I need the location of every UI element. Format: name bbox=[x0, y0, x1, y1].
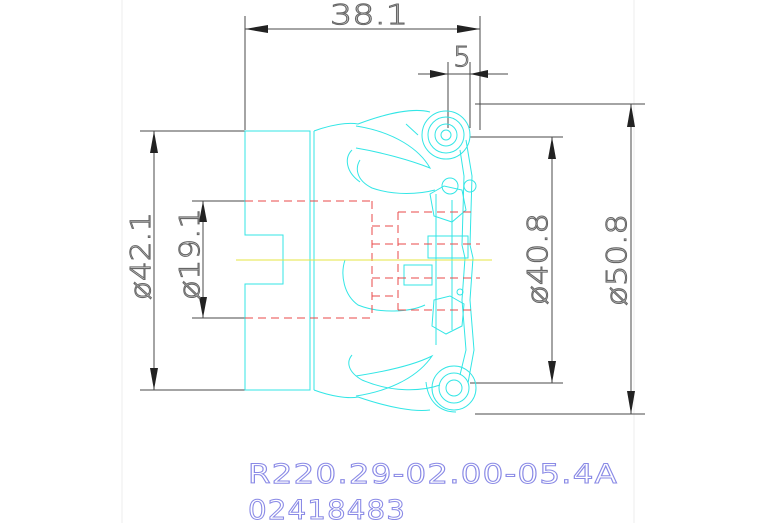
part-number: R220.29-02.00-05.4A bbox=[248, 459, 618, 490]
dimension-length-label: 38.1 bbox=[330, 0, 408, 31]
part-code: 02418483 bbox=[248, 495, 406, 523]
sheet-frame bbox=[121, 0, 635, 523]
dimension-dia-50 bbox=[475, 103, 645, 415]
dimension-offset-label: 5 bbox=[453, 40, 471, 73]
dimension-dia-40 bbox=[470, 136, 563, 384]
cutter-body-outline bbox=[244, 110, 477, 413]
hidden-lines bbox=[245, 200, 480, 319]
dimension-dia-19 bbox=[192, 200, 245, 319]
dimension-dia-42 bbox=[140, 130, 245, 391]
dimension-dia-42-label: ø42.1 bbox=[124, 212, 157, 300]
dimension-dia-19-label: ø19.1 bbox=[173, 208, 206, 300]
dimension-dia-50-label: ø50.8 bbox=[600, 214, 633, 306]
dimension-length bbox=[244, 16, 481, 130]
dimension-dia-40-label: ø40.8 bbox=[521, 213, 554, 305]
dimension-offset bbox=[418, 62, 508, 128]
